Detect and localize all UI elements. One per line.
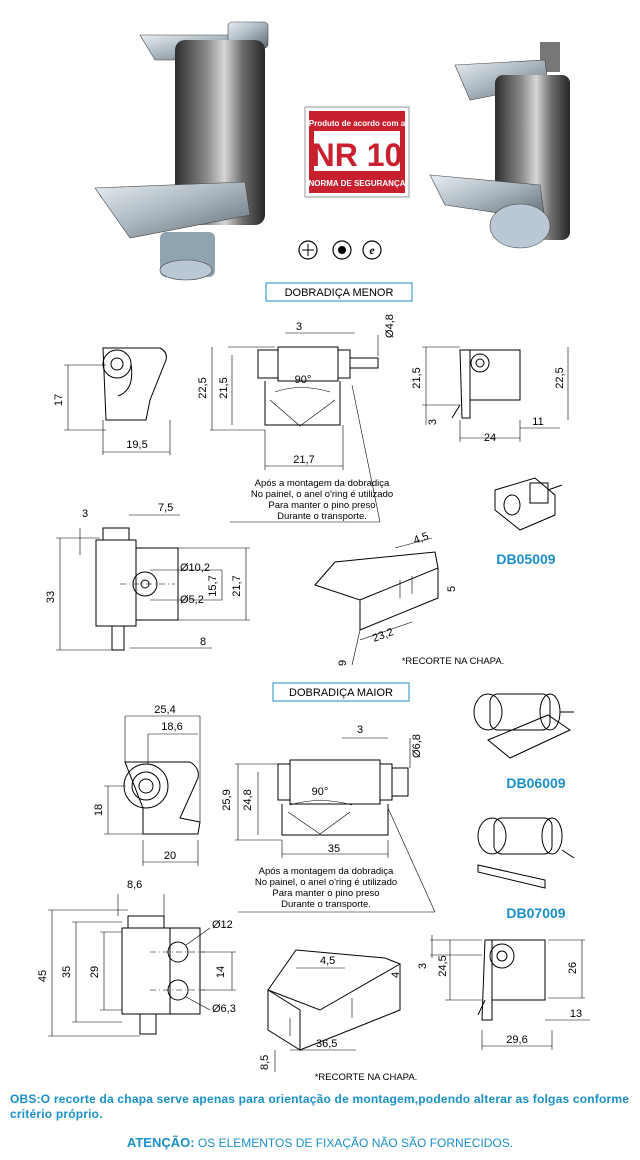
- dim-small-right-h1: 21,5: [411, 367, 423, 388]
- dim-large-cut-c: 36,5: [316, 1038, 337, 1050]
- large-front-view: [235, 737, 411, 858]
- large-cutout: [267, 949, 402, 1072]
- hinge-photo-right: [429, 42, 570, 249]
- code-large-2: DB07009: [506, 905, 565, 921]
- hinge-photo-left: [94, 21, 269, 281]
- dim-large-top-h3: 29: [89, 966, 101, 978]
- nr10-badge: Produto de acordo com a NR 10 NORMA DE S…: [304, 106, 410, 198]
- svg-text:e: e: [369, 243, 375, 257]
- large-right-view: [430, 935, 590, 1050]
- dim-small-top-d1: Ø10,2: [180, 562, 210, 574]
- large-note: Após a montagem da dobradiça No painel, …: [238, 807, 436, 913]
- dim-small-angle: 90°: [295, 374, 312, 386]
- attention-text: OS ELEMENTOS DE FIXAÇÃO NÃO SÃO FORNECID…: [194, 1136, 514, 1150]
- small-front-view: [210, 332, 379, 470]
- dim-small-right-w2: 11: [532, 416, 543, 428]
- section-title-large: DOBRADIÇA MAIOR: [289, 687, 393, 699]
- dim-small-right-h2: 22,5: [554, 367, 566, 388]
- attention-label: ATENÇÃO:: [126, 1135, 195, 1150]
- dim-large-top-a: 8,6: [127, 879, 142, 891]
- section-header-small: DOBRADIÇA MENOR: [265, 282, 413, 302]
- svg-text:No painel, o anel o'ring é uti: No painel, o anel o'ring é utilizado: [255, 877, 397, 888]
- dim-small-side-h: 17: [53, 394, 65, 406]
- svg-text:Para manter o pino preso: Para manter o pino preso: [272, 888, 379, 899]
- dim-large-top-d1: Ø12: [212, 919, 233, 931]
- dim-large-cut-a: 4,5: [320, 955, 335, 967]
- dim-small-front-h-inner: 21,5: [218, 377, 230, 398]
- dim-small-side-w: 19,5: [126, 439, 147, 451]
- small-cut-label: *RECORTE NA CHAPA.: [402, 656, 505, 667]
- dim-large-top-h1: 45: [37, 970, 49, 982]
- dim-large-angle: 90°: [312, 786, 329, 798]
- large-side-view: [104, 715, 201, 866]
- section-title-small: DOBRADIÇA MENOR: [285, 287, 394, 299]
- dim-small-right-h3: 3: [427, 419, 439, 425]
- small-note: Após a montagem da dobradiça No painel, …: [230, 384, 393, 523]
- certification-icons: e: [298, 240, 382, 260]
- dim-small-front-top: 3: [296, 321, 302, 333]
- badge-line1: Produto de acordo com a: [309, 119, 406, 128]
- dim-small-right-w1: 24: [484, 432, 496, 444]
- svg-text:Após a montagem da dobradiça: Após a montagem da dobradiça: [255, 478, 390, 489]
- svg-text:Para manter o pino preso: Para manter o pino preso: [268, 500, 375, 511]
- dim-small-top-h2: 15,7: [207, 575, 219, 596]
- large-iso-sketch-2: [477, 817, 575, 889]
- dim-large-front-w: 35: [328, 843, 340, 855]
- dim-small-top-d2: Ø5,2: [180, 594, 204, 606]
- obs-note: OBS:O recorte da chapa serve apenas para…: [10, 1092, 630, 1121]
- small-cutout: [314, 537, 439, 666]
- dim-small-cut-d: 9: [337, 660, 349, 666]
- dim-large-right-w1: 13: [570, 1008, 582, 1020]
- dim-large-right-w2: 29,6: [506, 1034, 527, 1046]
- dim-large-front-top: 3: [357, 724, 363, 736]
- dim-large-right-h3: 26: [567, 962, 579, 974]
- large-top-view: [48, 894, 236, 1037]
- svg-text:Durante o transporte.: Durante o transporte.: [277, 511, 367, 522]
- dim-large-side-w3: 20: [164, 850, 176, 862]
- dim-large-front-pin: Ø6,8: [411, 734, 423, 758]
- dim-large-side-w1: 25,4: [154, 704, 175, 716]
- small-side-view: [64, 347, 171, 455]
- section-header-large: DOBRADIÇA MAIOR: [272, 682, 410, 702]
- dim-large-top-d2: Ø6,3: [212, 1003, 236, 1015]
- dim-large-top-h2: 35: [61, 966, 73, 978]
- dim-small-top-a: 3: [82, 508, 88, 520]
- dim-large-front-h-outer: 25,9: [221, 789, 233, 810]
- code-large-1: DB06009: [506, 775, 565, 791]
- dim-small-cut-c: 23,2: [371, 626, 395, 645]
- dim-large-cut-b: 4: [390, 972, 402, 978]
- dim-small-top-h3: 21,7: [231, 575, 243, 596]
- small-top-view: [56, 514, 250, 651]
- dim-small-top-b: 7,5: [158, 502, 173, 514]
- svg-text:Após a montagem da dobradiça: Após a montagem da dobradiça: [259, 866, 394, 877]
- dim-large-side-h: 18: [93, 804, 105, 816]
- dim-large-side-w2: 18,6: [161, 721, 182, 733]
- badge-title: NR 10: [312, 137, 403, 173]
- dim-large-right-h1: 3: [417, 963, 429, 969]
- small-iso-sketch: [494, 477, 563, 531]
- small-right-view: [422, 346, 569, 442]
- large-cut-label: *RECORTE NA CHAPA.: [315, 1072, 418, 1083]
- attention-note: ATENÇÃO: OS ELEMENTOS DE FIXAÇÃO NÃO SÃO…: [0, 1135, 640, 1150]
- dim-large-cut-d: 8,5: [259, 1055, 271, 1070]
- dim-large-right-h2: 24,5: [437, 955, 449, 976]
- dim-small-top-h: 33: [45, 591, 57, 603]
- svg-text:No painel, o anel o'ring é uti: No painel, o anel o'ring é utilizado: [251, 489, 393, 500]
- dim-small-front-h-outer: 22,5: [197, 377, 209, 398]
- badge-line3: NORMA DE SEGURANÇA: [308, 179, 405, 188]
- large-iso-sketch-1: [473, 693, 574, 759]
- dim-small-top-w: 8: [200, 636, 206, 648]
- code-small: DB05009: [496, 551, 555, 567]
- dim-small-cut-a: 4,5: [412, 530, 430, 547]
- svg-text:Durante o transporte.: Durante o transporte.: [281, 899, 371, 910]
- dim-small-front-w: 21,7: [293, 454, 314, 466]
- dim-large-front-h-inner: 24,8: [242, 789, 254, 810]
- dim-small-cut-b: 5: [446, 586, 458, 592]
- dim-large-top-h4: 14: [215, 966, 227, 978]
- dim-small-front-pin: Ø4,8: [384, 314, 396, 338]
